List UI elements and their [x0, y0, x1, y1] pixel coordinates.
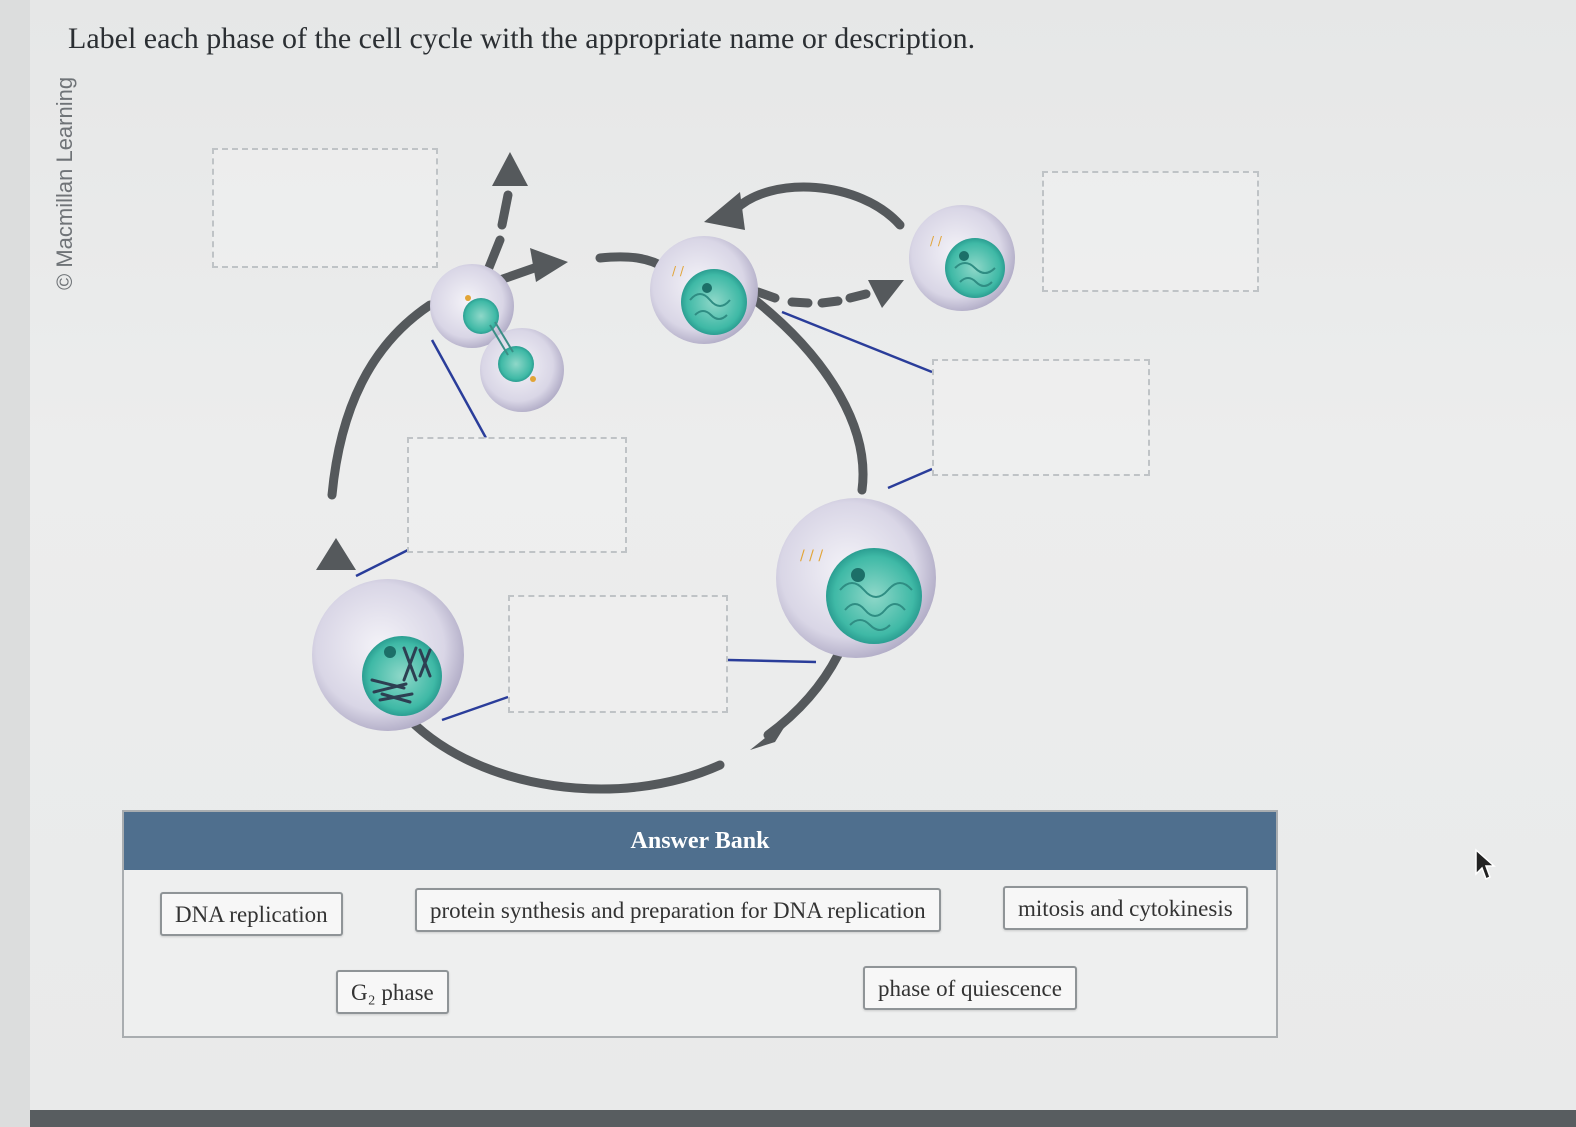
leader-line: [430, 339, 488, 439]
leader-line: [355, 548, 409, 578]
svg-text:/ /: / /: [930, 234, 943, 248]
question-prompt: Label each phase of the cell cycle with …: [68, 22, 976, 55]
leader-line: [887, 467, 933, 490]
arrowhead-up: [492, 152, 528, 186]
svg-text:/ / /: / / /: [800, 548, 823, 564]
answer-chip-g2-phase[interactable]: G₂ phase: [336, 970, 449, 1014]
cursor-icon: [1475, 848, 1496, 881]
leader-line: [727, 658, 817, 664]
arrowhead-lower-right: [750, 718, 790, 750]
cycle-arrow-bottom: [405, 715, 725, 794]
left-edge: [0, 0, 30, 1127]
arrowhead-right: [530, 248, 568, 282]
answer-chip-protein-synthesis[interactable]: protein synthesis and preparation for DN…: [415, 888, 941, 932]
g1-cell: / /: [650, 236, 758, 344]
taskbar-strip: [30, 1110, 1576, 1127]
svg-text:/ /: / /: [672, 264, 685, 278]
cycle-arrow-top: [595, 252, 670, 273]
division-to-g1-arrow: [495, 261, 545, 285]
cycle-arrow-right: [750, 295, 868, 495]
label-dropzone[interactable]: [407, 437, 627, 553]
leader-line: [781, 310, 933, 374]
answer-bank-header: Answer Bank: [124, 812, 1276, 870]
answer-chip-dna-replication[interactable]: DNA replication: [160, 892, 343, 936]
arrowhead-g0-enter: [868, 280, 904, 308]
dividing-cells: [430, 264, 564, 412]
division-exit-dashed: [483, 190, 513, 275]
arrowhead-g0-return: [704, 192, 745, 230]
answer-chip-mitosis-cytokinesis[interactable]: mitosis and cytokinesis: [1003, 886, 1248, 930]
s-phase-cell: / / /: [776, 498, 936, 658]
label-dropzone[interactable]: [508, 595, 728, 713]
g0-dashed-arrow: [753, 287, 871, 308]
arrowhead-left: [316, 538, 356, 570]
answer-chip-quiescence[interactable]: phase of quiescence: [863, 966, 1077, 1010]
cycle-arrow-left: [327, 300, 435, 500]
g0-loop-arc: [730, 182, 905, 230]
cycle-arrow-lower-right: [763, 650, 843, 740]
answer-bank: Answer Bank DNA replication protein synt…: [122, 810, 1278, 1038]
label-dropzone[interactable]: [1042, 171, 1259, 292]
g2-cell: [312, 579, 464, 731]
leader-line: [441, 695, 509, 722]
label-dropzone[interactable]: [932, 359, 1150, 476]
g0-cell: / /: [909, 205, 1015, 311]
label-dropzone[interactable]: [212, 148, 438, 268]
